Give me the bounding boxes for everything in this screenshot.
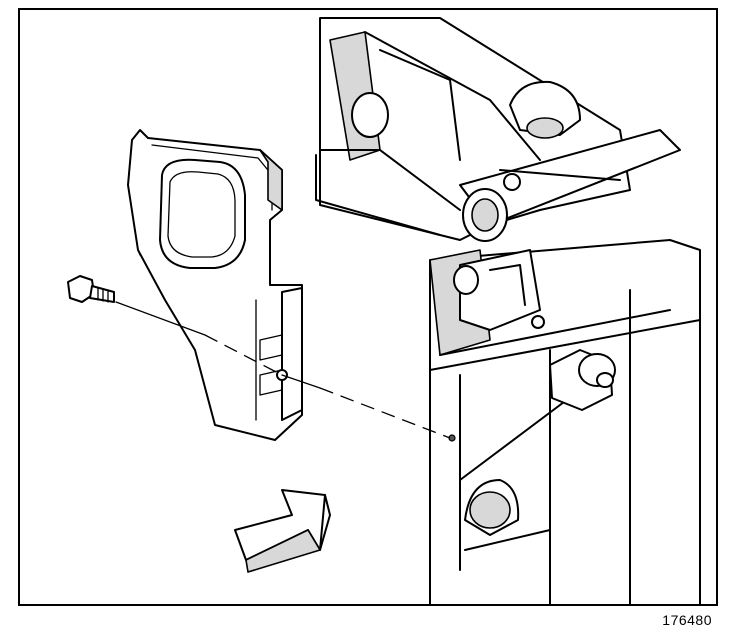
exploded-view-drawing <box>67 17 701 604</box>
illustration-frame <box>18 8 718 606</box>
direction-arrow <box>234 489 331 573</box>
figure-id-label: 176480 <box>662 612 712 628</box>
alignment-line <box>115 301 451 439</box>
engine-block <box>315 17 701 604</box>
bolt <box>67 275 115 303</box>
timing-cover <box>127 129 303 441</box>
